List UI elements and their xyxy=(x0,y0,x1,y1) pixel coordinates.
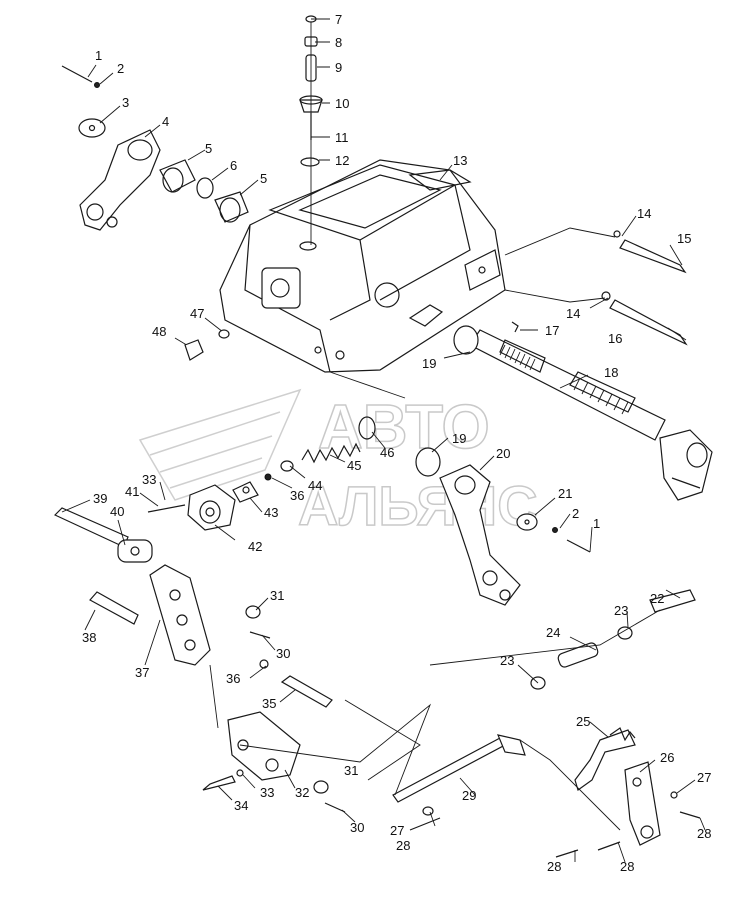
callout-37: 37 xyxy=(135,665,149,680)
callout-31-upper: 31 xyxy=(270,588,284,603)
callout-42: 42 xyxy=(248,539,262,554)
callout-28-right: 28 xyxy=(697,826,711,841)
callout-2-top: 2 xyxy=(117,61,124,76)
vent-stack-parts-7-12 xyxy=(299,15,323,245)
callout-36-lower: 36 xyxy=(226,671,240,686)
watermark-line1: АВТО xyxy=(318,393,490,462)
callout-27-right: 27 xyxy=(697,770,711,785)
callout-17: 17 xyxy=(545,323,559,338)
lift-arm-parts-1-6 xyxy=(61,65,249,231)
callout-5-lower: 5 xyxy=(260,171,267,186)
callout-14-upper: 14 xyxy=(637,206,651,221)
callout-47: 47 xyxy=(190,306,204,321)
callout-25: 25 xyxy=(576,714,590,729)
callout-5-upper: 5 xyxy=(205,141,212,156)
watermark: АВТО АЛЬЯНС xyxy=(138,388,538,538)
link-parts-37-40 xyxy=(53,507,271,669)
bolts-parts-14-17 xyxy=(511,230,688,346)
callout-4: 4 xyxy=(162,114,169,129)
callout-7: 7 xyxy=(335,12,342,27)
callout-23-lower: 23 xyxy=(500,653,514,668)
watermark-logo-shape xyxy=(138,388,302,501)
callout-1-top: 1 xyxy=(95,48,102,63)
callout-23-upper: 23 xyxy=(614,603,628,618)
callout-labels: 1 2 3 4 5 6 5 7 8 9 10 11 12 13 14 15 14… xyxy=(82,12,711,874)
rod-parts-22-29 xyxy=(392,589,701,858)
callout-24: 24 xyxy=(546,625,560,640)
callout-15: 15 xyxy=(677,231,691,246)
callout-20: 20 xyxy=(496,446,510,461)
callout-28-left: 28 xyxy=(396,838,410,853)
callout-30-upper: 30 xyxy=(276,646,290,661)
callout-29: 29 xyxy=(462,788,476,803)
callout-35: 35 xyxy=(262,696,276,711)
callout-22: 22 xyxy=(650,591,664,606)
callout-19-upper: 19 xyxy=(422,356,436,371)
callout-6: 6 xyxy=(230,158,237,173)
valve-parts-41-43 xyxy=(147,473,272,531)
callout-45: 45 xyxy=(347,458,361,473)
callout-26: 26 xyxy=(660,750,674,765)
callout-36-upper: 36 xyxy=(290,488,304,503)
callout-10: 10 xyxy=(335,96,349,111)
callout-32: 32 xyxy=(295,785,309,800)
callout-46: 46 xyxy=(380,445,394,460)
callout-12: 12 xyxy=(335,153,349,168)
callout-40: 40 xyxy=(110,504,124,519)
callout-33-upper: 33 xyxy=(142,472,156,487)
spring-parts-44-46 xyxy=(280,416,376,472)
callout-28-mid-b: 28 xyxy=(620,859,634,874)
callout-18: 18 xyxy=(604,365,618,380)
callout-41: 41 xyxy=(125,484,139,499)
callout-48: 48 xyxy=(152,324,166,339)
callout-33-lower: 33 xyxy=(260,785,274,800)
bracket-parts-32-35 xyxy=(202,675,346,813)
callout-14-lower: 14 xyxy=(566,306,580,321)
callout-1-right: 1 xyxy=(593,516,600,531)
callout-43: 43 xyxy=(264,505,278,520)
callout-30-lower: 30 xyxy=(350,820,364,835)
callout-11: 11 xyxy=(335,130,349,145)
watermark-line2: АЛЬЯНС xyxy=(298,474,538,537)
callout-38: 38 xyxy=(82,630,96,645)
callout-2-right: 2 xyxy=(572,506,579,521)
lift-arm-part-20 xyxy=(415,447,591,606)
callout-21: 21 xyxy=(558,486,572,501)
shaft-spline-marks xyxy=(499,344,629,415)
callout-31-lower: 31 xyxy=(344,763,358,778)
plug-parts-47-48 xyxy=(184,329,230,361)
callout-3: 3 xyxy=(122,95,129,110)
callout-16: 16 xyxy=(608,331,622,346)
leader-lines xyxy=(61,18,706,863)
callout-9: 9 xyxy=(335,60,342,75)
callout-19-lower: 19 xyxy=(452,431,466,446)
callout-44: 44 xyxy=(308,478,322,493)
callout-34: 34 xyxy=(234,798,248,813)
housing-part-13 xyxy=(219,159,506,373)
callout-8: 8 xyxy=(335,35,342,50)
callout-13: 13 xyxy=(453,153,467,168)
callout-28-mid-a: 28 xyxy=(547,859,561,874)
callout-39: 39 xyxy=(93,491,107,506)
callout-27-left: 27 xyxy=(390,823,404,838)
